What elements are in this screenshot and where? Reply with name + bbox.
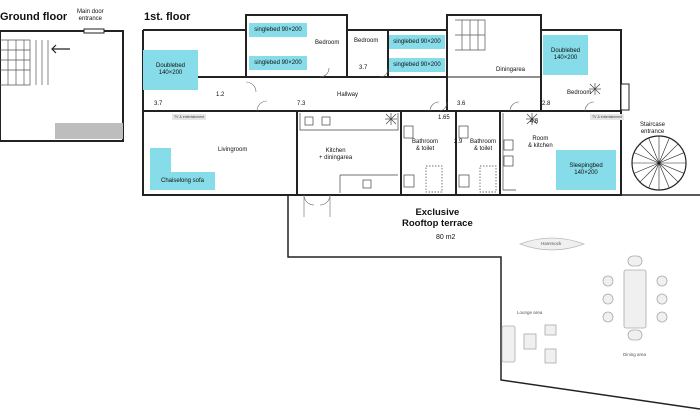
chaiselong-sofa: Chaiselong sofa (150, 172, 215, 190)
stair-step (658, 162, 679, 183)
stair-step (658, 162, 685, 174)
door-swings (245, 67, 595, 217)
dimension-label: 3.7 (154, 101, 163, 107)
dimension-label: 3.6 (457, 101, 466, 107)
singlebed-3: singlebed 90×200 (389, 35, 445, 49)
stair-step (658, 152, 685, 164)
hammock-label: Hammock (541, 241, 562, 246)
stair-step (639, 162, 660, 183)
dimension-label: 2.8 (542, 101, 551, 107)
lounge-area-label: Lounge area (517, 310, 543, 315)
rooftop-terrace (287, 194, 700, 410)
doublebed-left: Doublebed 140×200 (143, 50, 198, 90)
terrace-area: 80 m2 (436, 234, 456, 241)
lounge-furniture (501, 324, 557, 364)
ground-floor-plan (0, 28, 124, 142)
dimension-label: 1.65 (438, 115, 450, 121)
bedroom-2-label: Bedroom (354, 38, 379, 44)
sleepingbed: Sleepingbed 140×200 (556, 150, 616, 190)
hammock (518, 237, 586, 251)
dimension-label: 7.3 (297, 101, 306, 107)
bathroom-2-label: Bathroom & toilet (470, 139, 497, 152)
dimension-label: 1.2 (216, 92, 225, 98)
stair-step (658, 162, 670, 189)
dimension-label: 4.6 (530, 119, 539, 125)
dining-area-label: Dining area (623, 352, 647, 357)
hallway-label: Hallway (337, 92, 359, 98)
light-fixture-icon (589, 83, 601, 95)
stair-step (648, 162, 660, 189)
singlebed-2: singlebed 90×200 (249, 56, 307, 70)
terrace-title: Exclusive Rooftop terrace (402, 207, 473, 229)
kitchen-counter (299, 113, 399, 193)
room-kitchen-fixtures (502, 113, 538, 191)
stair-step (633, 152, 660, 164)
first-floor-heading: 1st. floor (144, 11, 191, 23)
tv-tag: TV & entertainment (590, 114, 625, 120)
bathroom-fixtures (403, 125, 497, 193)
tv-tag: TV & entertainment (172, 114, 207, 120)
dining-furniture (602, 255, 668, 341)
room-kitchen-label: Room & kitchen (528, 136, 553, 149)
dimension-label: 3.7 (359, 65, 368, 71)
singlebed-1: singlebed 90×200 (249, 23, 307, 37)
stove-icon (385, 113, 397, 125)
bedroom-1-label: Bedroom (315, 40, 340, 46)
stove-icon (526, 113, 538, 125)
bathroom-1-label: Bathroom & toilet (412, 139, 439, 152)
chaiselong-sofa-shape (150, 148, 171, 172)
stair-step (658, 143, 679, 164)
doublebed-right: Doublebed 140×200 (543, 35, 588, 75)
stair-step (633, 162, 660, 174)
kitchen-label: Kitchen + diningarea (319, 148, 353, 161)
singlebed-4: singlebed 90×200 (389, 58, 445, 72)
ground-stairs (0, 39, 49, 86)
ground-floor-heading: Ground floor (0, 11, 68, 23)
livingroom-label: Livingroom (218, 147, 248, 153)
bedroom-3-label: Bedroom (567, 90, 592, 96)
staircase-entrance-label: Staircase entrance (640, 122, 666, 135)
main-door-label: Main door entrance (77, 9, 104, 22)
stair-step (658, 137, 670, 164)
spiral-staircase (631, 135, 687, 191)
stair-step (639, 143, 660, 164)
arrow-left-icon (51, 44, 70, 54)
stair-step (648, 137, 660, 164)
dimension-label: 2.9 (454, 139, 463, 145)
diningarea-label: Diningarea (496, 67, 526, 73)
